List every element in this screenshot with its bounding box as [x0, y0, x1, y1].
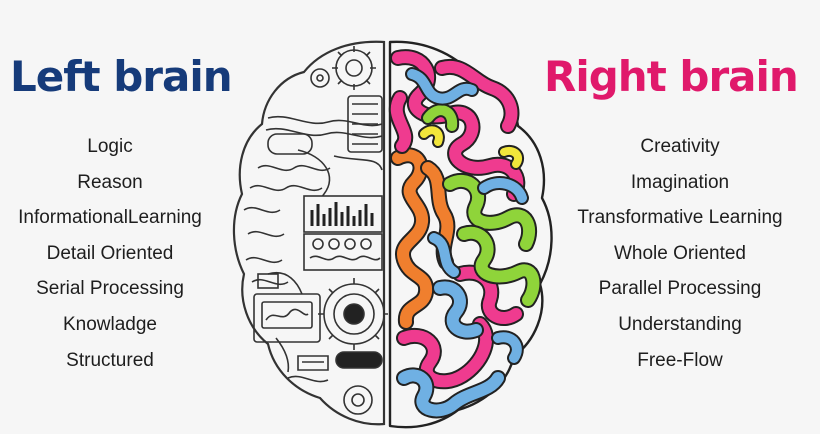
left-trait-item: Structured	[66, 349, 154, 371]
capsule	[335, 351, 383, 369]
left-brain-traits: Logic Reason InformationalLearning Detai…	[0, 133, 225, 382]
meter-screen	[261, 301, 313, 329]
meter-box	[253, 293, 321, 343]
right-brain-title: Right brain	[544, 52, 799, 101]
left-trait-item: Reason	[77, 171, 143, 193]
right-trait-item: Imagination	[630, 171, 730, 193]
dial-icon	[312, 238, 324, 250]
right-trait-item: Free-Flow	[637, 349, 723, 371]
left-trait-item: Detail Oriented	[46, 242, 174, 264]
gear-icon	[310, 68, 330, 88]
right-trait-item: Transformative Learning	[577, 207, 783, 229]
right-brain-colorful-art	[388, 40, 553, 429]
left-brain-outline	[232, 40, 386, 426]
dial-icon	[360, 238, 372, 250]
left-trait-item: Knowladge	[62, 313, 158, 335]
dial-icon	[344, 238, 356, 250]
dial-icon	[328, 238, 340, 250]
left-trait-item: Logic	[87, 136, 133, 157]
brain-illustration	[232, 40, 553, 429]
left-trait-item: Serial Processing	[36, 278, 184, 300]
right-trait-item: Whole Oriented	[613, 242, 746, 264]
gear-icon	[343, 385, 373, 415]
right-trait-item: Understanding	[618, 313, 742, 335]
cylinder	[347, 95, 383, 153]
right-brain-traits: Creativity Imagination Transformative Le…	[565, 133, 795, 382]
left-brain-title: Left brain	[10, 52, 233, 101]
right-trait-item: Creativity	[640, 136, 720, 157]
left-brain-mechanical-art	[232, 40, 388, 426]
right-trait-item: Parallel Processing	[598, 278, 762, 300]
left-trait-item: InformationalLearning	[18, 207, 202, 229]
bar-chart-icon	[310, 202, 374, 226]
